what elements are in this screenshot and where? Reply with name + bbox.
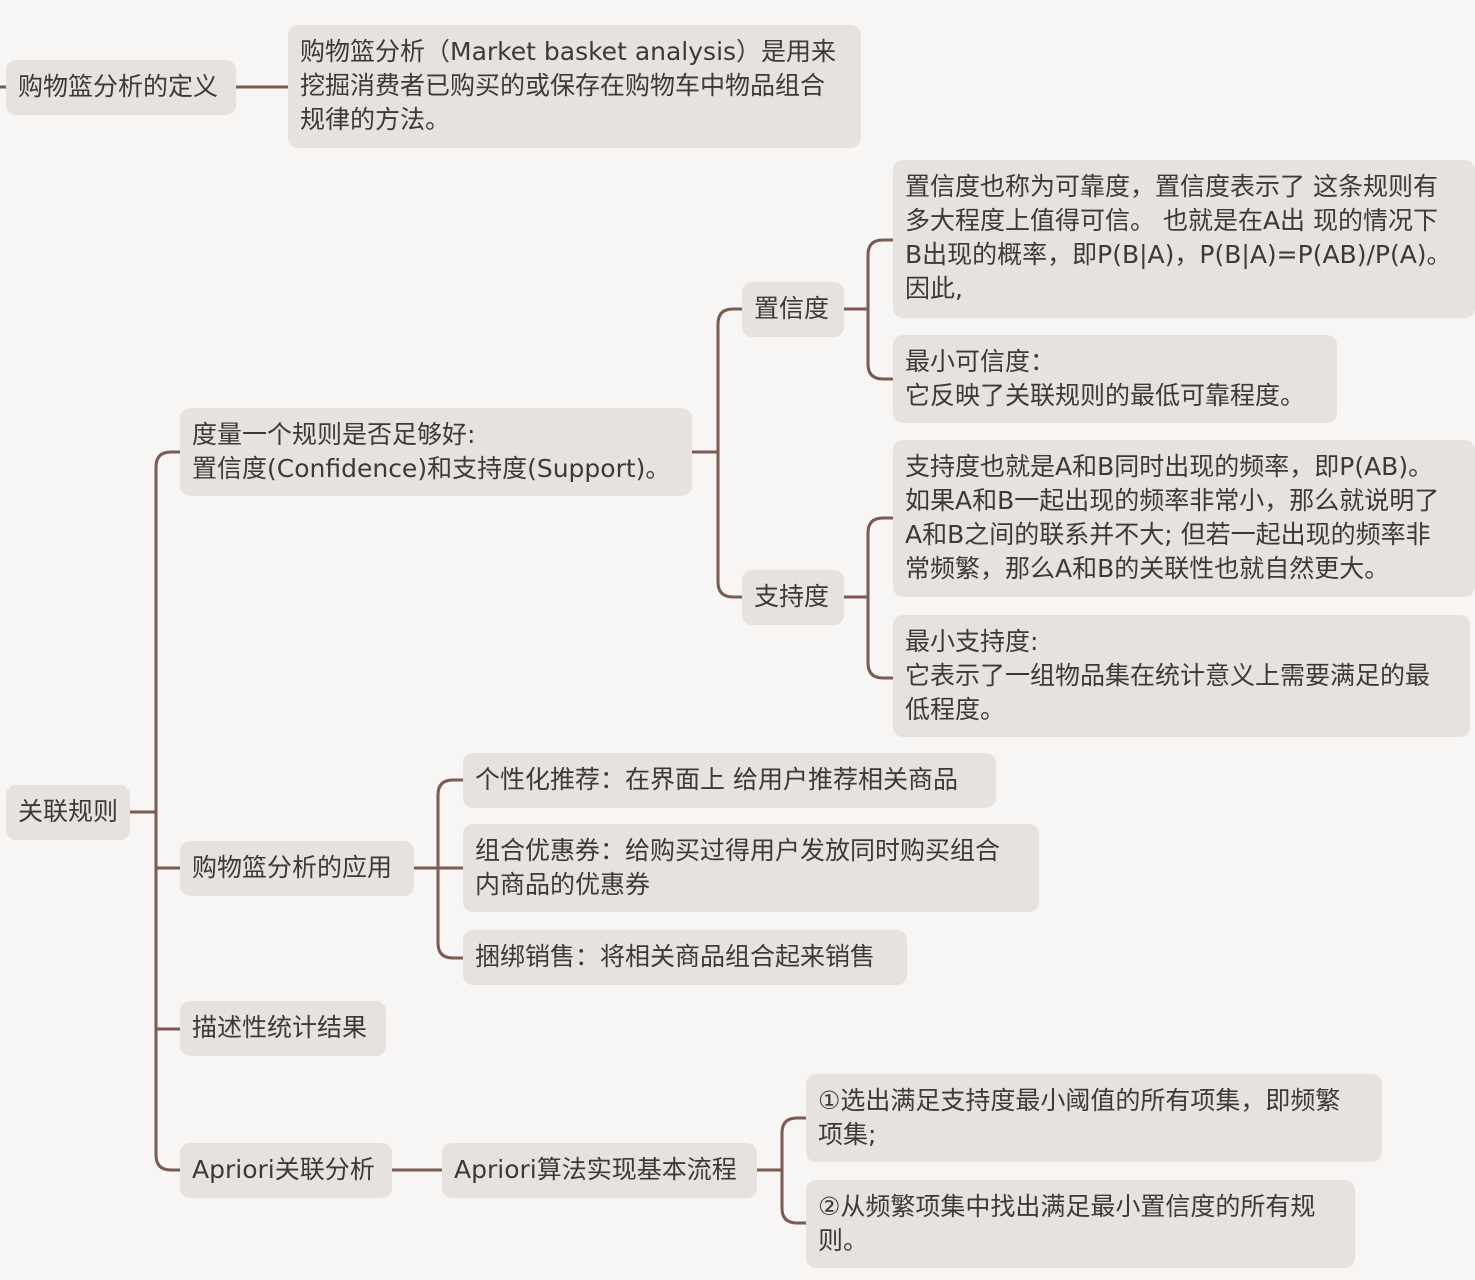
- definition-line: 购物篮分析（Market basket analysis）是用来: [300, 37, 837, 66]
- root-node: 关联规则: [6, 785, 130, 840]
- application-item-line: 内商品的优惠券: [475, 870, 651, 899]
- application-label: 购物篮分析的应用: [192, 853, 393, 882]
- support-min-node: 最小支持度: 它表示了一组物品集在统计意义上需要满足的最 低程度。: [893, 615, 1470, 737]
- apriori-process-node: Apriori算法实现基本流程: [442, 1143, 757, 1198]
- measure-line: 置信度(Confidence)和支持度(Support)。: [192, 454, 671, 483]
- support-node: 支持度: [742, 570, 844, 625]
- edge-root-branches: [154, 450, 180, 1172]
- application-item-node: 个性化推荐：在界面上 给用户推荐相关商品: [463, 753, 996, 808]
- definition-title: 购物篮分析的定义: [18, 72, 219, 101]
- application-item-line: 个性化推荐：在界面上 给用户推荐相关商品: [475, 765, 958, 794]
- apriori-process-label: Apriori算法实现基本流程: [454, 1155, 737, 1184]
- support-desc-line: 支持度也就是A和B同时出现的频率，即P(AB)。: [905, 452, 1434, 481]
- application-item-node: 组合优惠券：给购买过得用户发放同时购买组合 内商品的优惠券: [463, 824, 1039, 912]
- confidence-desc-node: 置信度也称为可靠度，置信度表示了 这条规则有 多大程度上值得可信。 也就是在A出…: [893, 160, 1475, 318]
- definition-text-node: 购物篮分析（Market basket analysis）是用来 挖掘消费者已购…: [288, 25, 861, 148]
- definition-line: 挖掘消费者已购买的或保存在购物车中物品组合: [300, 71, 826, 100]
- support-desc-line: A和B之间的联系并不大; 但若一起出现的频率非: [905, 520, 1431, 549]
- support-min-line: 它表示了一组物品集在统计意义上需要满足的最: [905, 661, 1431, 690]
- application-item-line: 捆绑销售：将相关商品组合起来销售: [475, 942, 876, 971]
- definition-title-node: 购物篮分析的定义: [6, 60, 236, 115]
- apriori-label: Apriori关联分析: [192, 1155, 375, 1184]
- apriori-step-node: ②从频繁项集中找出满足最小置信度的所有规 则。: [806, 1180, 1355, 1268]
- application-item-line: 组合优惠券：给购买过得用户发放同时购买组合: [475, 836, 1001, 865]
- measure-line: 度量一个规则是否足够好:: [192, 420, 476, 449]
- application-item-node: 捆绑销售：将相关商品组合起来销售: [463, 930, 907, 985]
- confidence-desc-line: B出现的概率，即P(B|A)，P(B|A)=P(AB)/P(A)。: [905, 240, 1452, 269]
- application-node: 购物篮分析的应用: [180, 841, 414, 896]
- confidence-min-line: 最小可信度：: [905, 347, 1056, 376]
- measure-node: 度量一个规则是否足够好: 置信度(Confidence)和支持度(Support…: [180, 408, 692, 496]
- stats-label: 描述性统计结果: [192, 1013, 368, 1042]
- support-label: 支持度: [754, 582, 830, 611]
- edge-support-branches: [866, 516, 893, 680]
- confidence-desc-line: 多大程度上值得可信。 也就是在A出 现的情况下: [905, 206, 1438, 235]
- confidence-min-node: 最小可信度： 它反映了关联规则的最低可靠程度。: [893, 335, 1337, 423]
- apriori-step-line: 项集;: [818, 1120, 877, 1149]
- confidence-desc-line: 置信度也称为可靠度，置信度表示了 这条规则有: [905, 172, 1438, 201]
- edge-process-branches: [780, 1116, 806, 1225]
- support-min-line: 最小支持度:: [905, 627, 1039, 656]
- apriori-node: Apriori关联分析: [180, 1143, 392, 1198]
- support-desc-line: 常频繁，那么A和B的关联性也就自然更大。: [905, 554, 1390, 583]
- edge-confidence-branches: [866, 238, 893, 381]
- definition-line: 规律的方法。: [300, 105, 451, 134]
- confidence-node: 置信度: [742, 282, 844, 337]
- support-desc-line: 如果A和B一起出现的频率非常小，那么就说明了: [905, 486, 1440, 515]
- stats-node: 描述性统计结果: [180, 1001, 386, 1056]
- apriori-step-line: ②从频繁项集中找出满足最小置信度的所有规: [818, 1192, 1316, 1221]
- root-label: 关联规则: [18, 797, 119, 826]
- support-min-line: 低程度。: [905, 695, 1006, 724]
- edge-measure-branches: [716, 307, 742, 599]
- confidence-min-line: 它反映了关联规则的最低可靠程度。: [905, 381, 1306, 410]
- apriori-step-node: ①选出满足支持度最小阈值的所有项集，即频繁 项集;: [806, 1074, 1382, 1162]
- apriori-step-line: ①选出满足支持度最小阈值的所有项集，即频繁: [818, 1086, 1341, 1115]
- confidence-label: 置信度: [754, 294, 830, 323]
- support-desc-node: 支持度也就是A和B同时出现的频率，即P(AB)。 如果A和B一起出现的频率非常小…: [893, 440, 1475, 597]
- apriori-step-line: 则。: [818, 1226, 869, 1255]
- confidence-desc-line: 因此,: [905, 274, 963, 303]
